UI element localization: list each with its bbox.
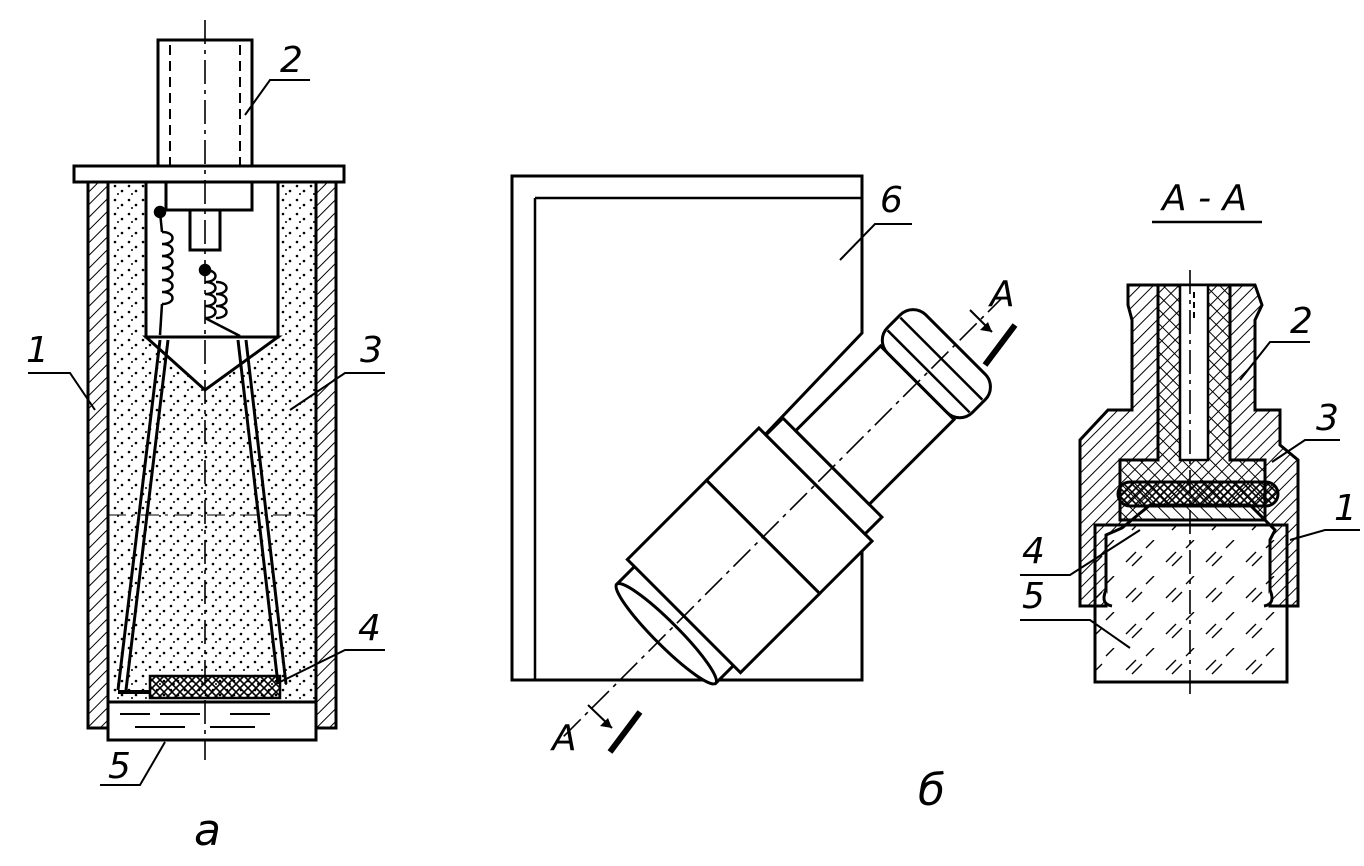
callout-4: 4	[358, 608, 381, 649]
callout-2: 2	[1290, 301, 1313, 342]
callout-2: 2	[280, 40, 303, 81]
callout-1: 1	[26, 330, 49, 371]
callout-3: 3	[360, 330, 383, 371]
figure-b-drawing: 6 А А б	[510, 174, 1018, 816]
mesh-screen-4	[1116, 480, 1280, 508]
callout-6: 6	[880, 180, 903, 221]
section-mark-upper: А	[988, 274, 1015, 315]
callout-1: 1	[1334, 488, 1357, 529]
housing-wall-left	[86, 180, 110, 730]
caption-a: а	[194, 805, 221, 856]
figure-a-lamp-drawing: 1 2 3 4 5 а	[26, 20, 385, 856]
callout-5: 5	[108, 746, 131, 787]
caption-b: б	[918, 765, 945, 816]
light-guide-cone	[116, 339, 288, 691]
mesh-screen-4	[148, 674, 282, 700]
section-title: А - А	[1160, 178, 1247, 219]
callout-5: 5	[1022, 576, 1045, 617]
callout-4: 4	[1022, 531, 1045, 572]
glass-window-5	[1093, 523, 1289, 684]
section-a-a-drawing: А - А 2 3 1 4 5	[1020, 178, 1360, 700]
window-5	[106, 700, 318, 742]
section-mark-lower: А	[550, 718, 577, 759]
callout-3: 3	[1316, 398, 1339, 439]
top-flange	[72, 164, 346, 184]
housing-wall-right	[314, 180, 338, 730]
